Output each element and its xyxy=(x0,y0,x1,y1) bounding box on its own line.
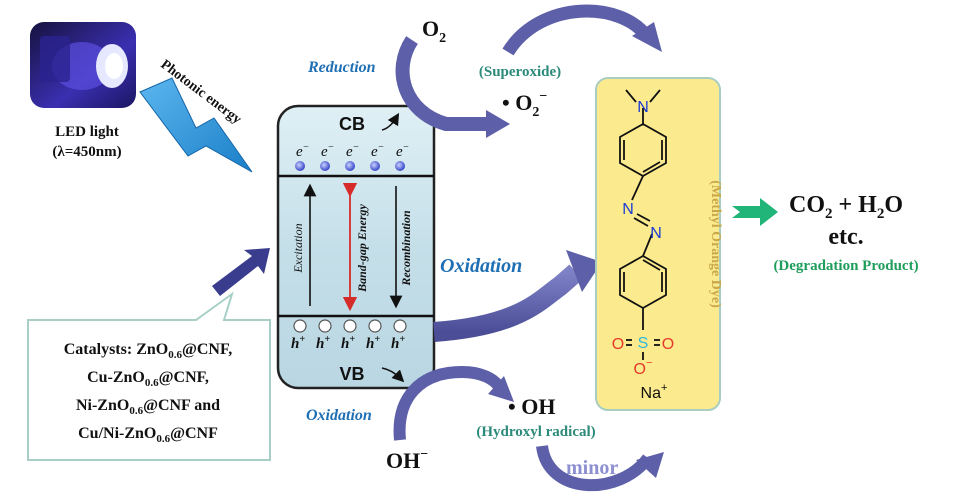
band-gap-label: Band-gap Energy xyxy=(355,203,369,292)
main-oxidation-label: Oxidation xyxy=(440,255,522,277)
reduction-label: Reduction xyxy=(307,59,376,76)
lower-oxidation-arrow xyxy=(393,365,506,441)
svg-text:h+: h+ xyxy=(316,334,330,352)
svg-text:e−: e− xyxy=(346,142,359,160)
catalysts-callout xyxy=(27,291,271,461)
cb-label: CB xyxy=(339,114,365,134)
svg-text:h+: h+ xyxy=(291,334,305,352)
methyl-orange-box xyxy=(595,77,721,411)
excitation-label: Excitation xyxy=(291,223,305,273)
azo-n2: N xyxy=(650,225,662,242)
svg-text:h+: h+ xyxy=(341,334,355,352)
main-oxidation-arrow xyxy=(433,264,583,342)
catalyst-line-2: Cu-ZnO0.6@CNF, xyxy=(87,369,209,389)
o2-label: O2 xyxy=(422,16,446,46)
superoxide-to-dye-arrow xyxy=(502,4,654,56)
sodium-ion: Na+ xyxy=(641,382,668,402)
amine-n: N xyxy=(637,99,649,116)
oh-minus-label: OH− xyxy=(386,447,428,473)
superoxide-radical: • O2− xyxy=(502,89,547,120)
led-light-photo xyxy=(30,22,136,108)
svg-text:e−: e− xyxy=(396,142,409,160)
catalyst-arrow-icon xyxy=(212,248,270,296)
product-arrow-icon xyxy=(732,198,778,226)
svg-text:e−: e− xyxy=(296,142,309,160)
svg-text:e−: e− xyxy=(321,142,334,160)
catalyst-line-1: Catalysts: ZnO0.6@CNF, xyxy=(64,341,233,361)
reduction-arrow xyxy=(395,36,488,131)
svg-text:h+: h+ xyxy=(391,334,405,352)
dye-label: (Methyl Orange Dye) xyxy=(708,180,723,308)
svg-text:e−: e− xyxy=(371,142,384,160)
oxygen-right: O xyxy=(662,336,674,353)
azo-n1: N xyxy=(622,201,634,218)
lower-oxidation-label: Oxidation xyxy=(306,407,372,424)
minor-arrow xyxy=(536,444,653,491)
hydroxyl-radical: • OH xyxy=(508,394,555,419)
lightning-bolt-icon xyxy=(139,77,253,173)
catalyst-line-4: Cu/Ni-ZnO0.6@CNF xyxy=(78,425,218,445)
oxygen-minus: O− xyxy=(634,357,653,378)
methyl-orange-structure xyxy=(619,89,667,360)
svg-text:h+: h+ xyxy=(366,334,380,352)
electrons: e− e− e− e− e− xyxy=(295,142,409,171)
recombination-label: Recombination xyxy=(399,210,413,287)
minor-label: minor xyxy=(566,457,618,479)
led-wavelength: (λ=450nm) xyxy=(52,144,121,160)
hydroxyl-label: (Hydroxyl radical) xyxy=(476,424,595,440)
vb-label: VB xyxy=(339,364,364,384)
products-formula: CO2 + H2O xyxy=(789,192,903,222)
products-etc: etc. xyxy=(828,224,863,250)
degradation-label: (Degradation Product) xyxy=(773,258,918,274)
catalyst-line-3: Ni-ZnO0.6@CNF and xyxy=(76,397,220,417)
sulfur-s: S xyxy=(638,335,649,352)
superoxide-label: (Superoxide) xyxy=(479,64,561,80)
holes: h+ h+ h+ h+ h+ xyxy=(291,319,407,352)
led-label: LED light xyxy=(55,124,119,140)
oxygen-left: O xyxy=(612,336,624,353)
